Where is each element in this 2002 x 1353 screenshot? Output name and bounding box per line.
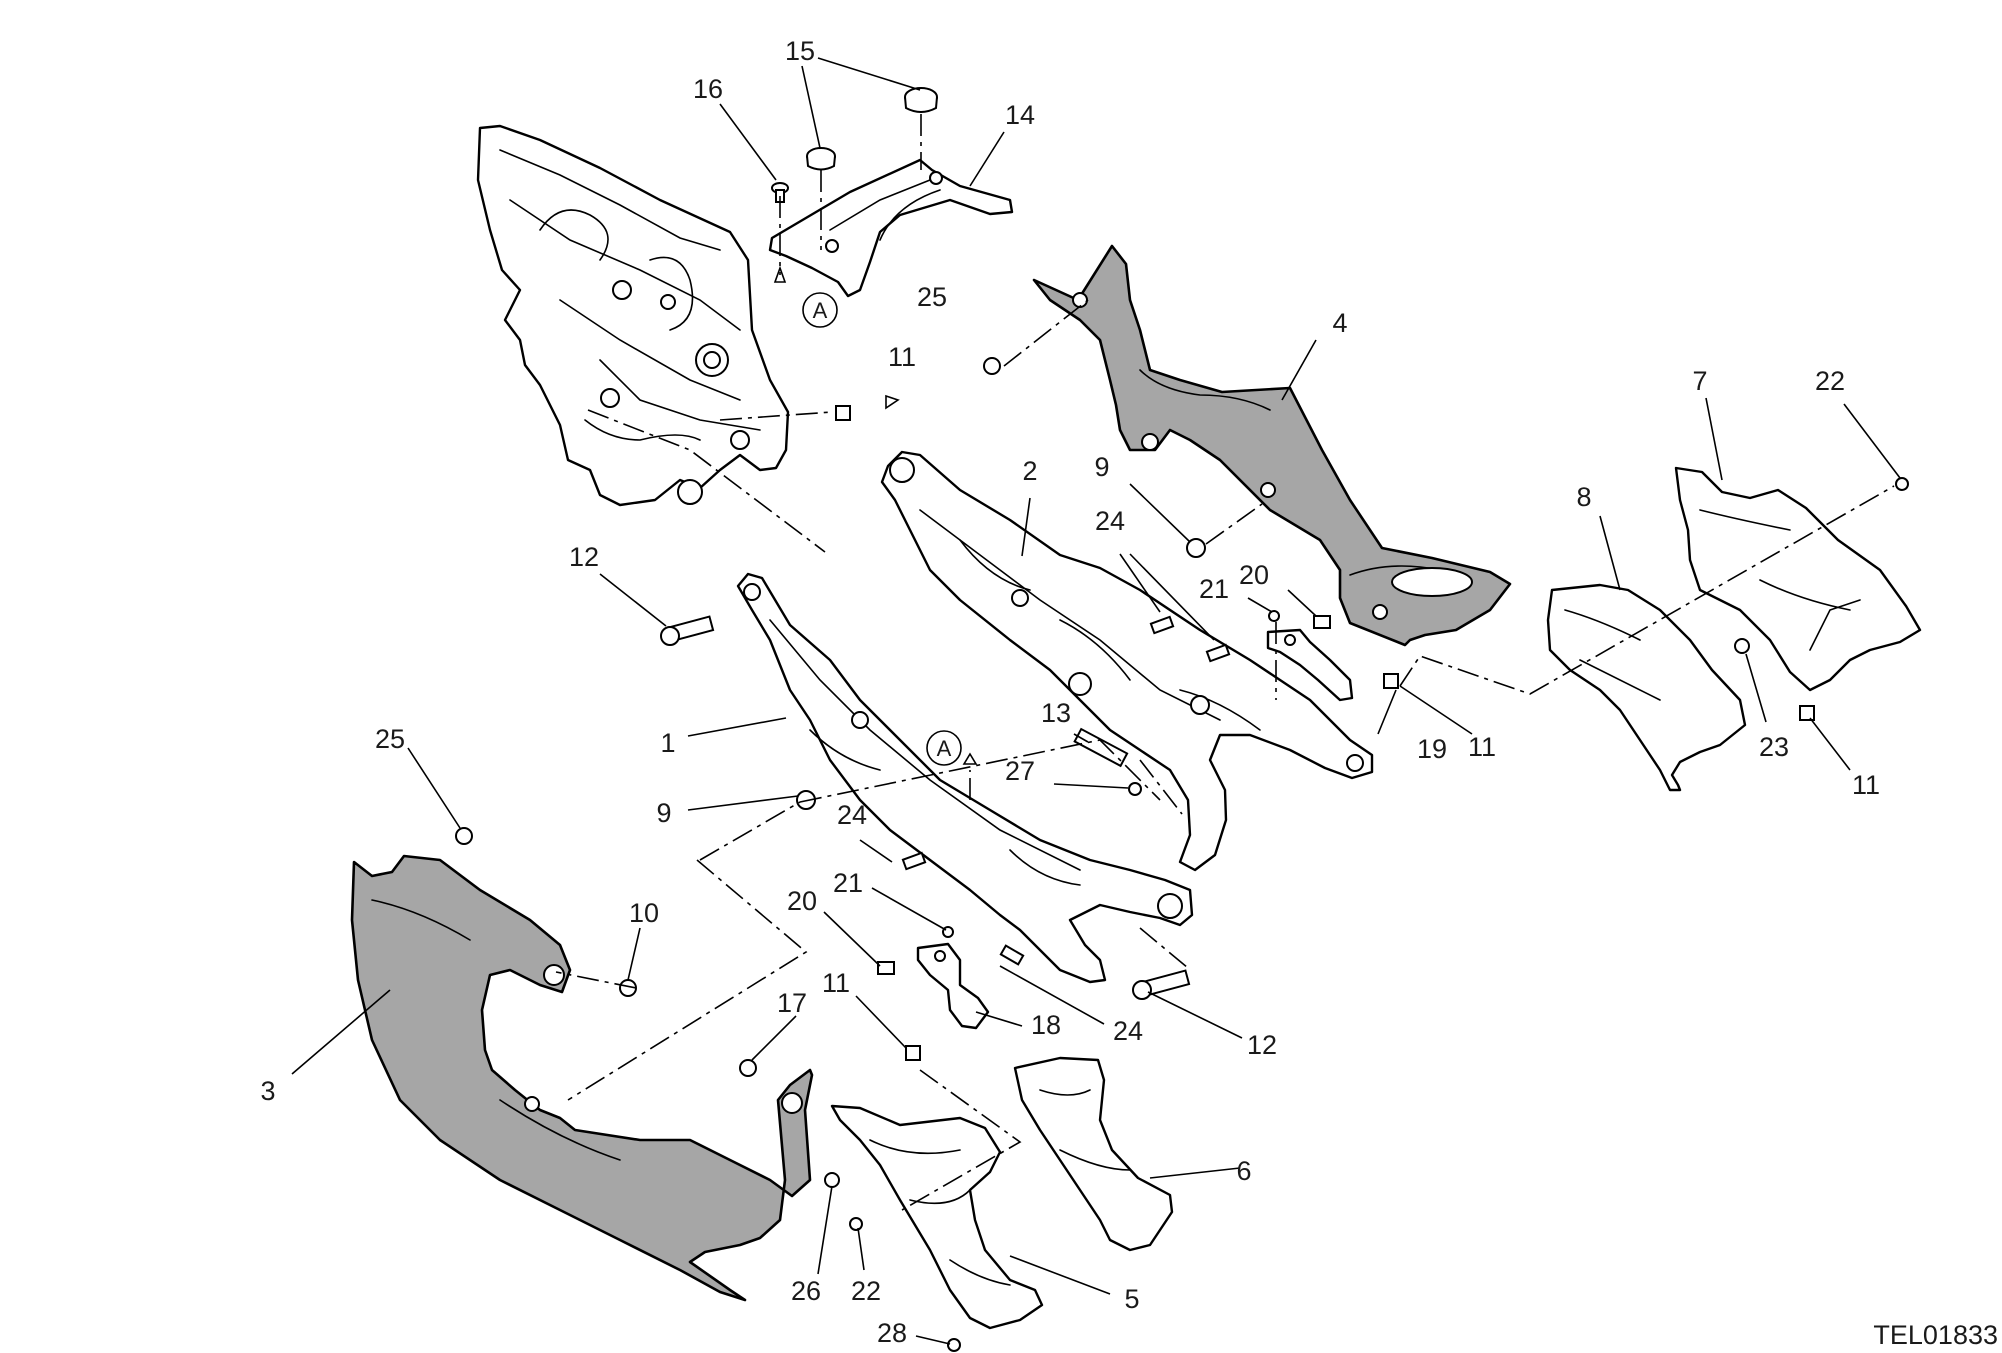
callout-labels: 15 16 14 25 11 4 2 9 24 20 21 19 11 8 7 … [260,36,1998,1350]
callout-20-upper: 20 [1239,560,1269,590]
view-marker-label: A [813,298,828,323]
callout-11-far-right: 11 [1852,770,1880,800]
callout-2: 2 [1022,456,1037,486]
callout-27: 27 [1005,756,1035,786]
callout-11-upper-left: 11 [888,342,916,372]
callout-23: 23 [1759,732,1789,762]
frame-assembly [476,124,790,507]
callout-18: 18 [1031,1010,1061,1040]
callout-10: 10 [629,898,659,928]
callout-12-upper: 12 [569,542,599,572]
callout-6: 6 [1236,1156,1251,1186]
callout-7: 7 [1692,366,1707,396]
view-marker-label: A [937,736,952,761]
callout-15: 15 [785,36,815,66]
part-2-frame-rail [880,450,1374,872]
callout-24-middle: 24 [837,800,867,830]
part-19-bracket [1266,628,1354,702]
callout-24-lower: 24 [1113,1016,1143,1046]
part-8-fender [1546,583,1747,792]
callout-22-lower: 22 [851,1276,881,1306]
callout-17: 17 [777,988,807,1018]
callout-4: 4 [1332,308,1347,338]
fasteners [455,357,1909,1352]
callout-24-upper: 24 [1095,506,1125,536]
part-5-inner-cover [830,1104,1044,1330]
callout-8: 8 [1576,482,1591,512]
view-marker-lower: A [926,730,962,766]
part-7-rear-cover [1674,466,1922,692]
part-15-grommets [806,87,938,171]
callout-14: 14 [1005,100,1035,130]
callout-19: 19 [1417,734,1447,764]
callout-11-right: 11 [1468,732,1496,762]
callout-1: 1 [660,728,675,758]
part-14-bracket [768,158,1014,298]
part-3-lower-panel [350,854,814,1302]
callout-3: 3 [260,1076,275,1106]
callout-25-lower: 25 [375,724,405,754]
part-1-frame-rail [736,572,1194,984]
callout-12-lower: 12 [1247,1030,1277,1060]
callout-9-lower: 9 [656,798,671,828]
callout-25-upper: 25 [917,282,947,312]
assembly-lines [555,114,1895,1211]
leader-lines [291,57,1901,1345]
callout-16: 16 [693,74,723,104]
part-4-side-panel [1032,244,1512,647]
callout-21-lower: 21 [833,868,863,898]
direction-arrows [773,265,978,765]
callout-22-upper: 22 [1815,366,1845,396]
callout-9-upper: 9 [1094,452,1109,482]
view-marker-upper: A [802,292,838,328]
part-6-side-cover [1013,1056,1174,1252]
callout-5: 5 [1124,1284,1139,1314]
drawing-code: TEL01833 [1873,1320,1998,1350]
callout-13: 13 [1041,698,1071,728]
part-18-bracket [916,942,990,1030]
callout-26: 26 [791,1276,821,1306]
callout-28: 28 [877,1318,907,1348]
callout-11-lower: 11 [822,968,850,998]
callout-21-upper: 21 [1199,574,1229,604]
callout-20-lower: 20 [787,886,817,916]
